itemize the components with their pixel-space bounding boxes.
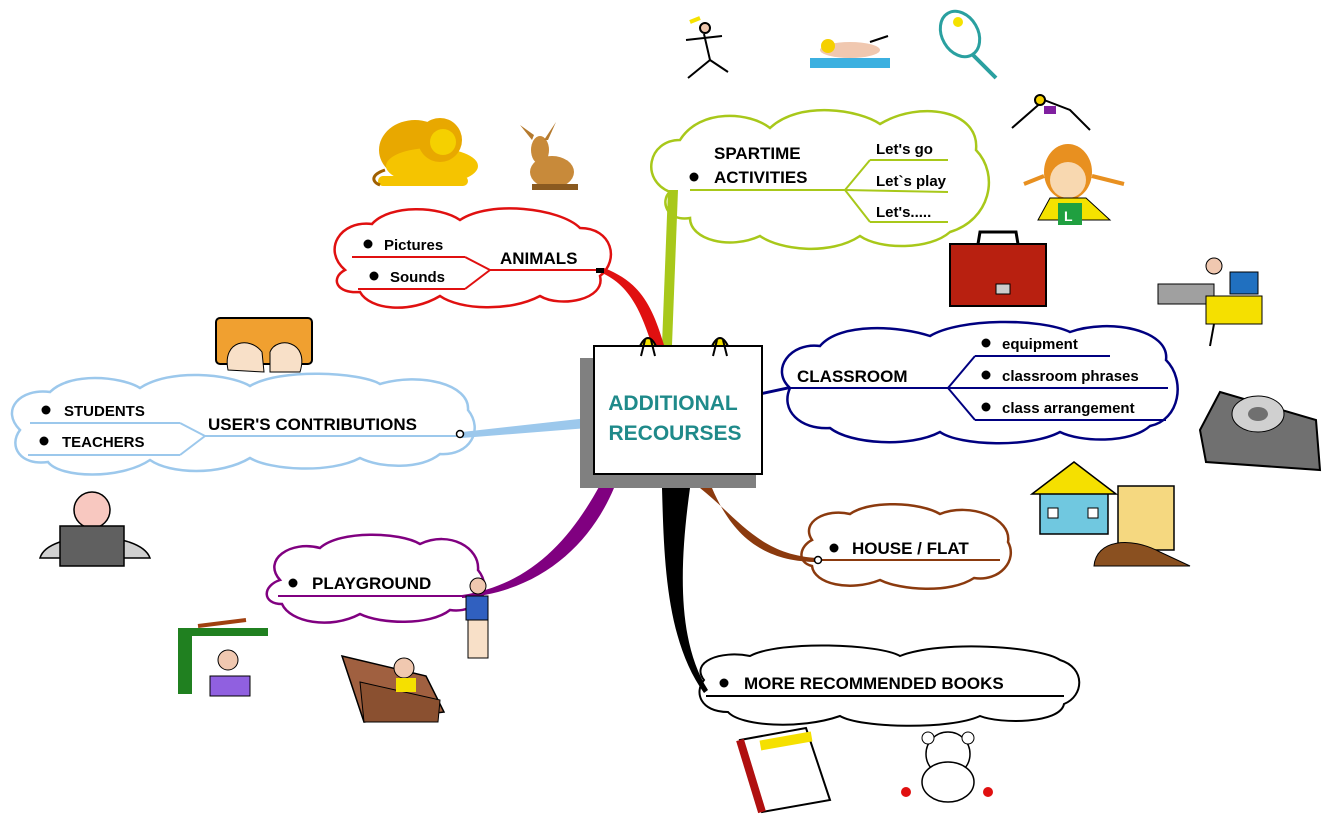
little-boy-icon (465, 577, 489, 659)
spartime-title-line2: ACTIVITIES (714, 168, 808, 187)
connector-animals (600, 268, 664, 345)
connector-books (662, 488, 708, 693)
animals-item-1[interactable]: Sounds (390, 269, 445, 286)
book-stack-icon (1093, 485, 1191, 567)
central-topic[interactable]: ADDITIONAL RECOURSES (580, 337, 763, 488)
bullet-icon (363, 239, 373, 249)
bullet-icon (719, 678, 729, 688)
tape-dispenser-icon (1198, 390, 1322, 472)
connector-contributions (462, 418, 588, 438)
bullet-icon (369, 271, 379, 281)
bullet-icon (288, 578, 298, 588)
books-title: MORE RECOMMENDED BOOKS (744, 674, 1004, 693)
central-topic-line2: RECOURSES (608, 422, 741, 445)
branch-animals[interactable]: Pictures Sounds ANIMALS (333, 207, 613, 309)
bullet-icon (981, 402, 991, 412)
swimmer-icon (810, 35, 890, 68)
bullet-icon (981, 338, 991, 348)
connector-playground (462, 485, 614, 598)
diver-icon (1011, 94, 1091, 131)
bullet-icon (981, 370, 991, 380)
playground-frame-icon (178, 618, 268, 697)
book-icon (736, 726, 832, 814)
child-in-box-icon (340, 654, 446, 723)
house-title: HOUSE / FLAT (852, 539, 969, 558)
spartime-item-1[interactable]: Let`s play (876, 173, 947, 190)
branch-house[interactable]: HOUSE / FLAT (800, 503, 1012, 590)
bullet-icon (689, 172, 699, 182)
playground-title: PLAYGROUND (312, 574, 431, 593)
animals-title: ANIMALS (500, 249, 577, 268)
central-topic-box (593, 345, 763, 475)
keyboard-icon (215, 317, 313, 373)
classroom-item-0[interactable]: equipment (1002, 336, 1078, 353)
animals-item-0[interactable]: Pictures (384, 237, 443, 254)
computer-user-icon (39, 491, 152, 567)
branch-spartime[interactable]: SPARTIME ACTIVITIES Let's go Let`s play … (650, 109, 991, 251)
central-topic-line1: ADDITIONAL (608, 392, 738, 415)
girl-icon: L (1023, 144, 1125, 225)
hare-icon (520, 122, 578, 190)
classroom-title: CLASSROOM (797, 367, 908, 386)
svg-text:L: L (1064, 208, 1073, 224)
lion-icon (372, 118, 478, 187)
connector-classroom (762, 386, 790, 395)
lamp-icon-right (710, 337, 730, 357)
runner-icon (685, 16, 729, 79)
cloud-house (800, 503, 1012, 590)
branch-contributions[interactable]: STUDENTS TEACHERS USER'S CONTRIBUTIONS (10, 372, 476, 476)
tennis-racket-icon (938, 9, 998, 80)
office-worker-icon (1157, 257, 1263, 347)
branch-classroom[interactable]: CLASSROOM equipment classroom phrases cl… (780, 320, 1179, 445)
contributions-title: USER'S CONTRIBUTIONS (208, 415, 417, 434)
contributions-item-0[interactable]: STUDENTS (64, 403, 145, 420)
classroom-item-2[interactable]: class arrangement (1002, 400, 1135, 417)
bullet-icon (829, 543, 839, 553)
branch-books[interactable]: MORE RECOMMENDED BOOKS (698, 644, 1081, 727)
cloud-contributions (10, 372, 476, 476)
spartime-item-2[interactable]: Let's..... (876, 204, 931, 221)
spartime-title-line1: SPARTIME (714, 144, 801, 163)
cloud-books (698, 644, 1081, 727)
classroom-item-1[interactable]: classroom phrases (1002, 368, 1139, 385)
cloud-spartime (650, 109, 991, 251)
cloud-classroom (780, 320, 1179, 445)
branch-playground[interactable]: PLAYGROUND (265, 533, 486, 624)
connector-house (700, 488, 818, 562)
connector-spartime (662, 190, 678, 345)
cloud-animals (333, 207, 613, 309)
bullet-icon (39, 436, 49, 446)
lamp-icon-left (638, 337, 658, 357)
teddy-bear-icon (901, 731, 993, 803)
spartime-item-0[interactable]: Let's go (876, 141, 933, 158)
briefcase-icon (949, 230, 1047, 307)
contributions-item-1[interactable]: TEACHERS (62, 434, 145, 451)
house-icon (1029, 461, 1119, 535)
bullet-icon (41, 405, 51, 415)
